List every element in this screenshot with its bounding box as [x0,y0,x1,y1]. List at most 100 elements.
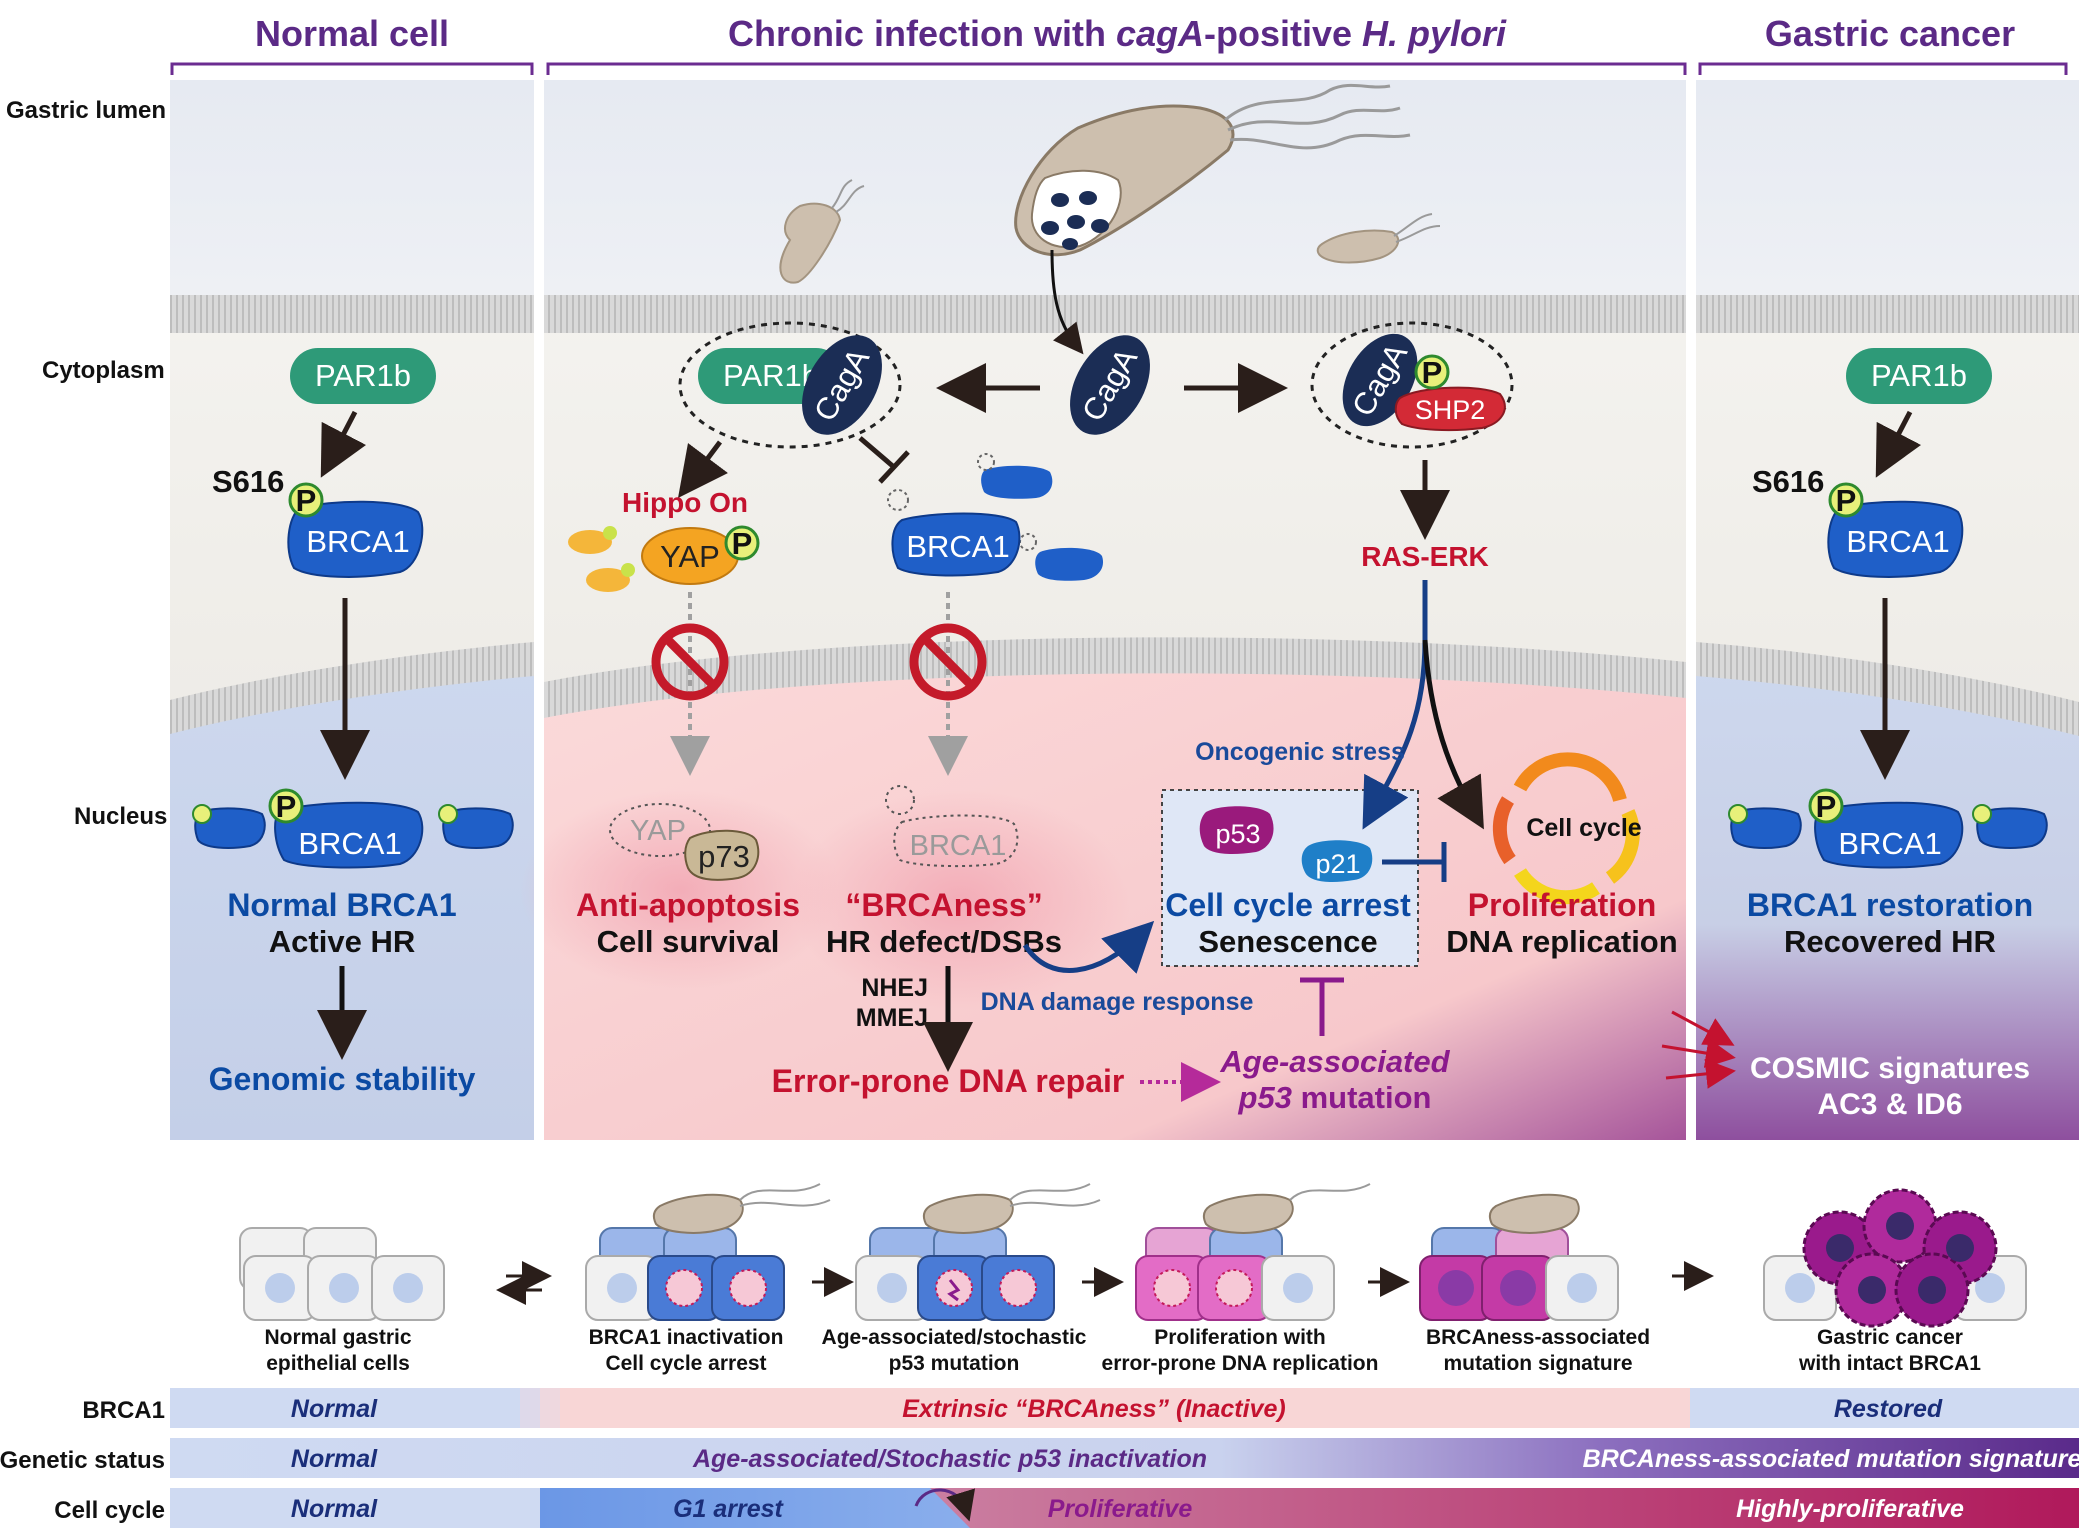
svg-text:p53: p53 [1215,819,1260,849]
small-bacterium-left [779,179,865,284]
mmej-label: MMEJ [856,1004,928,1032]
svg-text:SHP2: SHP2 [1415,395,1486,425]
cell-survival-label: Cell survival [597,924,780,959]
svg-text:YAP: YAP [660,539,720,574]
svg-text:BRCA1: BRCA1 [910,830,1007,862]
oncogenic-stress-label: Oncogenic stress [1195,738,1405,766]
yap-cyto: YAP P [641,525,760,585]
svg-text:P: P [1422,355,1443,390]
bar-cellcycle-g1: G1 arrest [673,1495,784,1523]
brcaness-label: “BRCAness” [845,887,1042,923]
caga-phospho: P [1414,354,1450,390]
anti-apoptosis-label: Anti-apoptosis [576,887,800,923]
svg-text:YAP: YAP [630,815,686,847]
yap-p73-nucleus: YAP p73 [609,803,760,881]
proliferation-label: Proliferation [1468,887,1656,923]
par1b-caga-complex [678,321,902,449]
p21-protein: p21 [1301,840,1373,882]
no-entry-yap [651,623,729,701]
cancer-arrow-par1b-brca1 [1875,410,1922,478]
svg-text:P: P [1836,483,1857,518]
cosmic-arrows [1661,1010,1736,1089]
nhej-label: NHEJ [861,974,928,1002]
normal-brca1-label: Normal BRCA1 [227,887,456,923]
bar-brca1-normal: Normal [291,1395,378,1423]
inhibition-par1b-brca1 [858,436,897,470]
large-h-pylori-bacterium [1014,83,1411,257]
stage-p53-mutation [855,1183,1101,1321]
header-normal: Normal cell [170,13,534,75]
bar-genetic-p53: Age-associated/Stochastic p53 inactivati… [692,1445,1207,1473]
no-entry-brca1 [909,623,987,701]
header-cancer-text: Gastric cancer [1765,13,2015,54]
bar-cellcycle-proliferative: Proliferative [1048,1495,1193,1523]
bar-genetic-normal: Normal [291,1445,378,1473]
svg-text:PAR1b: PAR1b [1871,358,1967,393]
stage-proliferation [1135,1183,1371,1321]
hippo-kinases [568,526,635,592]
stage-brcaness-signature [1419,1193,1619,1321]
svg-text:P: P [1816,789,1837,824]
svg-text:p73: p73 [698,839,750,874]
stage-6-caption-line2: with intact BRCA1 [1798,1352,1981,1375]
label-cytoplasm: Cytoplasm [42,357,165,384]
brca1-cyto-chronic: BRCA1 [887,489,1021,577]
stage-4-caption-line2: error-prone DNA replication [1102,1352,1379,1375]
ghost-brca1-nucleus: BRCA1 [885,785,1019,868]
bar-brca1-inactive: Extrinsic “BRCAness” (Inactive) [902,1395,1285,1423]
p53-mutation-label: p53 mutation [1238,1080,1432,1115]
hr-defect-label: HR defect/DSBs [826,924,1062,959]
arrow-to-hippo [678,440,728,498]
recovered-hr-label: Recovered HR [1784,924,1996,959]
cell-cycle-wheel-icon [1492,752,1640,905]
p53-protein: p53 [1199,806,1274,854]
brca1-restoration-label: BRCA1 restoration [1747,887,2033,923]
cosmic-ac3-id6-label: AC3 & ID6 [1817,1088,1962,1121]
ddr-label: DNA damage response [981,988,1254,1016]
cell-cycle-label: Cell cycle [1526,814,1641,842]
header-chronic: Chronic infection with cagA-positive H. … [546,13,1687,75]
small-bacterium-right [1316,213,1441,264]
stage-2-caption-line2: Cell cycle arrest [605,1352,766,1375]
header-cancer: Gastric cancer [1698,13,2068,75]
bar-cellcycle-normal: Normal [291,1495,378,1523]
stage-5-caption-line2: mutation signature [1443,1352,1632,1375]
stage-2-caption-line1: BRCA1 inactivation [589,1326,784,1349]
label-gastric-lumen: Gastric lumen [6,97,166,124]
shp2: SHP2 [1394,386,1506,432]
svg-text:BRCA1: BRCA1 [298,826,401,861]
stage-5-caption-line1: BRCAness-associated [1426,1326,1650,1349]
cosmic-signatures-label: COSMIC signatures [1750,1052,2030,1085]
bar-label-genetic: Genetic status [0,1447,165,1474]
svg-text:BRCA1: BRCA1 [306,524,409,559]
label-nucleus: Nucleus [74,803,167,830]
svg-text:PAR1b: PAR1b [723,358,819,393]
panel-normal [170,80,534,1140]
age-associated-label: Age-associated [1219,1044,1450,1079]
stage-normal-cells [239,1227,445,1321]
stage-gastric-cancer [1763,1188,2027,1328]
bar-label-cellcycle: Cell cycle [54,1497,165,1524]
bar-cellcycle-highly: Highly-proliferative [1736,1495,1964,1523]
normal-s616-label: S616 [212,464,284,499]
cancer-s616-label: S616 [1752,464,1824,499]
ras-erk-label: RAS-ERK [1361,541,1489,572]
normal-par1b: PAR1b [290,348,436,404]
stage-3-caption-line1: Age-associated/stochastic [822,1326,1087,1349]
cell-cycle-transition-arrow [914,1488,976,1522]
equilibrium-arrows [496,1261,552,1305]
error-prone-repair-label: Error-prone DNA repair [772,1063,1125,1099]
stage-1-caption-line1: Normal gastric [264,1326,411,1349]
bar-brca1-restored: Restored [1834,1395,1943,1423]
dna-replication-label: DNA replication [1446,924,1677,959]
header-normal-text: Normal cell [255,13,449,54]
ddr-arrow [1022,920,1155,974]
svg-text:p21: p21 [1315,849,1360,879]
stage-brca1-inactivation [585,1183,831,1321]
hippo-on-label: Hippo On [622,487,748,518]
caga-injection-arrow [1050,249,1084,355]
genomic-stability-label: Genomic stability [209,1061,476,1097]
normal-brca1-nucleus: BRCA1 P [192,788,514,869]
